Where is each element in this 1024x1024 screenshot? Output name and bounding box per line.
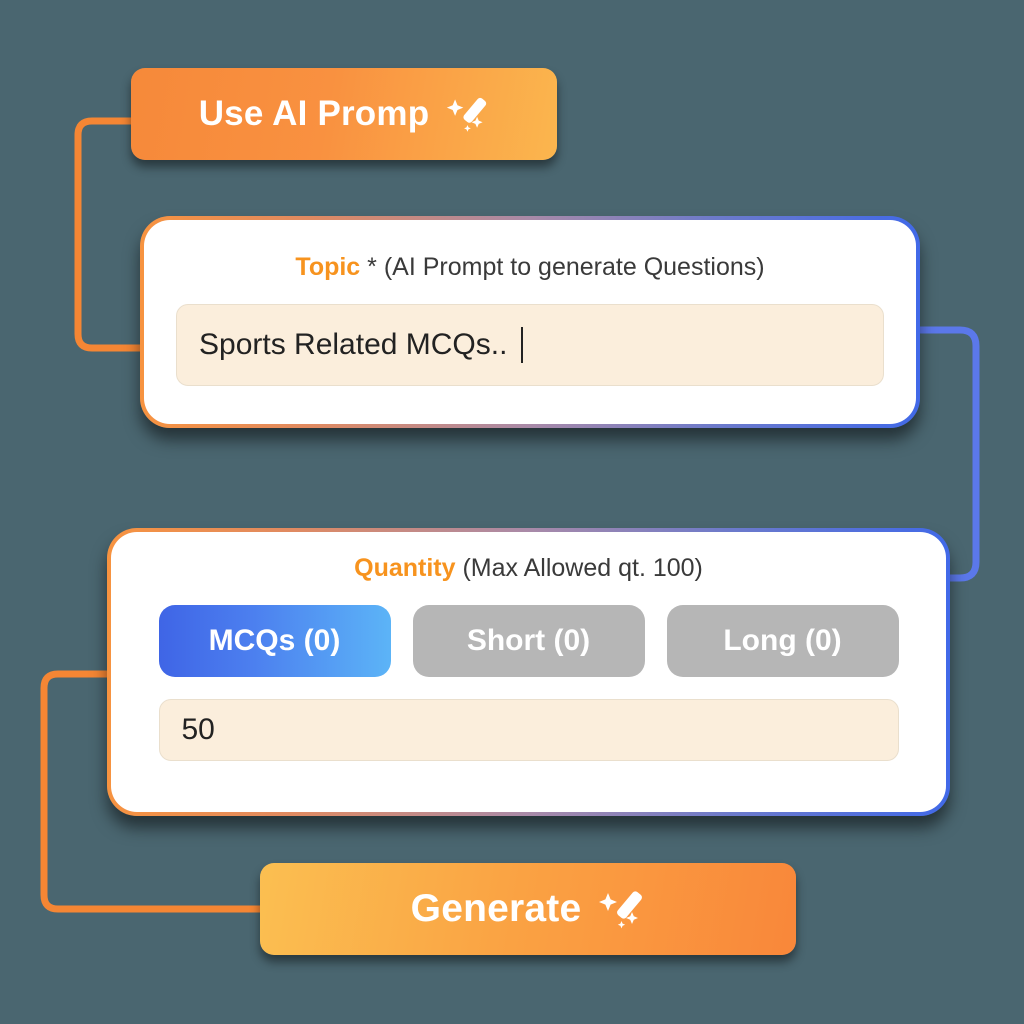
magic-wand-icon xyxy=(599,891,643,929)
text-caret xyxy=(521,327,524,363)
tab-long[interactable]: Long (0) xyxy=(666,605,899,677)
tab-mcqs[interactable]: MCQs (0) xyxy=(158,605,391,677)
quantity-input[interactable]: 50 xyxy=(158,699,899,761)
use-ai-prompt-button[interactable]: Use AI Promp xyxy=(131,68,557,160)
tab-long-label: Long (0) xyxy=(723,624,842,657)
quantity-label: Quantity (Max Allowed qt. 100) xyxy=(354,554,703,583)
generate-label: Generate xyxy=(410,887,582,930)
use-ai-prompt-label: Use AI Promp xyxy=(198,94,430,133)
topic-label-rest: * (AI Prompt to generate Questions) xyxy=(360,253,765,281)
quantity-input-value: 50 xyxy=(181,713,215,746)
quantity-label-accent: Quantity xyxy=(354,554,456,582)
topic-input-value: Sports Related MCQs.. xyxy=(199,328,508,361)
quantity-card: Quantity (Max Allowed qt. 100) MCQs (0) … xyxy=(107,528,950,816)
topic-input[interactable]: Sports Related MCQs.. xyxy=(176,304,884,386)
topic-label: Topic * (AI Prompt to generate Questions… xyxy=(295,253,764,282)
magic-wand-icon xyxy=(447,97,487,132)
tab-short-label: Short (0) xyxy=(466,624,591,657)
question-type-tabs: MCQs (0) Short (0) Long (0) xyxy=(158,605,899,677)
quantity-label-rest: (Max Allowed qt. 100) xyxy=(455,554,703,582)
topic-card: Topic * (AI Prompt to generate Questions… xyxy=(140,216,920,428)
tab-short[interactable]: Short (0) xyxy=(412,605,645,677)
topic-label-accent: Topic xyxy=(295,253,361,281)
tab-mcqs-label: MCQs (0) xyxy=(208,624,341,657)
generate-button[interactable]: Generate xyxy=(260,863,796,955)
